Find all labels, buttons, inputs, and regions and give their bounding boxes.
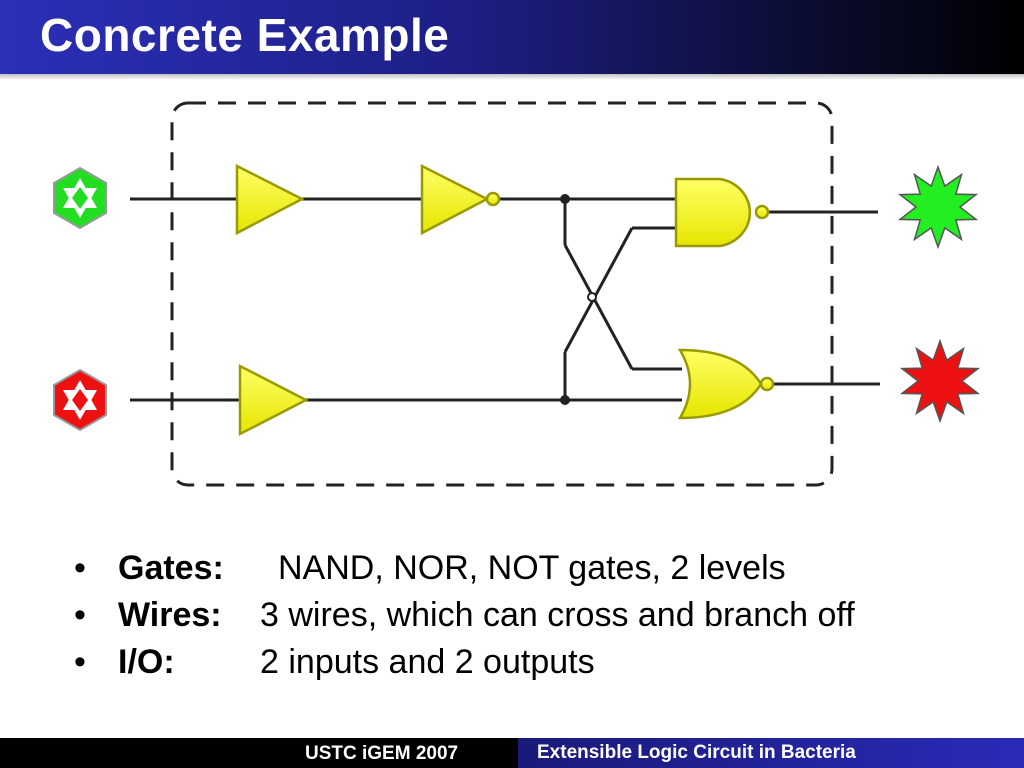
nand-gate <box>674 177 752 248</box>
circuit-boundary-frame <box>170 101 834 487</box>
input-bottom-icon <box>53 368 107 432</box>
bullet-dot: • <box>74 596 86 634</box>
logic-circuit-diagram <box>53 101 981 487</box>
buffer-gate-bottom <box>238 363 309 437</box>
not-gate-top <box>420 163 490 236</box>
nand-gate-bubble <box>754 204 770 220</box>
input-top-icon <box>53 166 107 230</box>
title-shadow <box>0 74 1024 80</box>
wire-cross-b <box>563 227 634 353</box>
bullet-dot: • <box>74 643 86 681</box>
output-bottom-starburst-icon <box>899 338 981 424</box>
junction-dot-top <box>560 194 570 204</box>
footer-right-text: Extensible Logic Circuit in Bacteria <box>537 742 856 763</box>
footer-right-box <box>518 738 1024 768</box>
footer-left-text: USTC iGEM 2007 <box>305 743 459 764</box>
footer-bar: USTC iGEM 2007 Extensible Logic Circuit … <box>0 738 1024 768</box>
output-top-starburst-icon <box>897 164 979 250</box>
wire-cross-a <box>563 244 634 370</box>
junction-dot-bottom <box>560 395 570 405</box>
wires <box>130 197 880 402</box>
buffer-gate-top <box>235 163 305 236</box>
wire-crossing-marker <box>587 292 597 302</box>
bullet-desc: 3 wires, which can cross and branch off <box>260 596 855 634</box>
bullet-term: I/O: <box>118 643 175 681</box>
nor-gate-bubble <box>759 376 775 392</box>
bullet-dot: • <box>74 549 86 587</box>
not-gate-bubble <box>485 191 501 207</box>
bullet-desc: NAND, NOR, NOT gates, 2 levels <box>278 549 786 587</box>
bullet-desc: 2 inputs and 2 outputs <box>260 643 595 681</box>
bullet-term: Gates: <box>118 549 224 587</box>
title-bar: Concrete Example <box>0 0 1024 74</box>
bullet-term: Wires: <box>118 596 222 634</box>
nor-gate <box>677 348 763 420</box>
slide-title: Concrete Example <box>40 9 450 61</box>
gates <box>235 163 775 437</box>
